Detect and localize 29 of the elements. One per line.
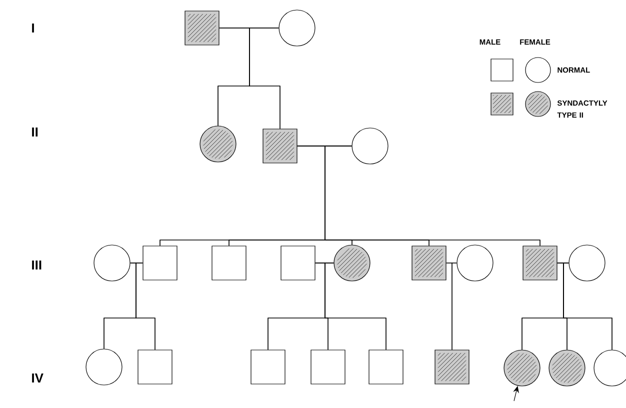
female-circle — [334, 244, 370, 282]
female-circle — [200, 126, 236, 162]
male-square — [412, 246, 446, 280]
male-square — [280, 246, 316, 280]
descent-line — [136, 262, 156, 350]
generation-label: I — [32, 24, 34, 32]
female-circle — [456, 244, 494, 282]
male-square — [262, 128, 298, 164]
male-square — [522, 246, 558, 280]
generation-label: III — [32, 260, 42, 270]
male-square — [310, 350, 346, 384]
male-square — [184, 10, 220, 46]
female-circle — [548, 350, 586, 386]
female-circle — [568, 244, 606, 282]
male-square — [212, 246, 246, 280]
male-square — [138, 350, 172, 384]
male-square — [250, 350, 286, 384]
generation-label: II — [32, 128, 38, 136]
female-circle — [94, 244, 130, 282]
female-circle — [504, 350, 540, 386]
descent-line — [249, 28, 280, 129]
male-square — [368, 350, 404, 384]
male-square — [142, 246, 178, 280]
female-circle — [86, 348, 122, 386]
descent-line — [452, 262, 457, 350]
generation-label: IV — [32, 374, 44, 382]
female-circle — [278, 10, 316, 46]
female-circle — [352, 128, 388, 164]
male-square — [434, 350, 470, 384]
